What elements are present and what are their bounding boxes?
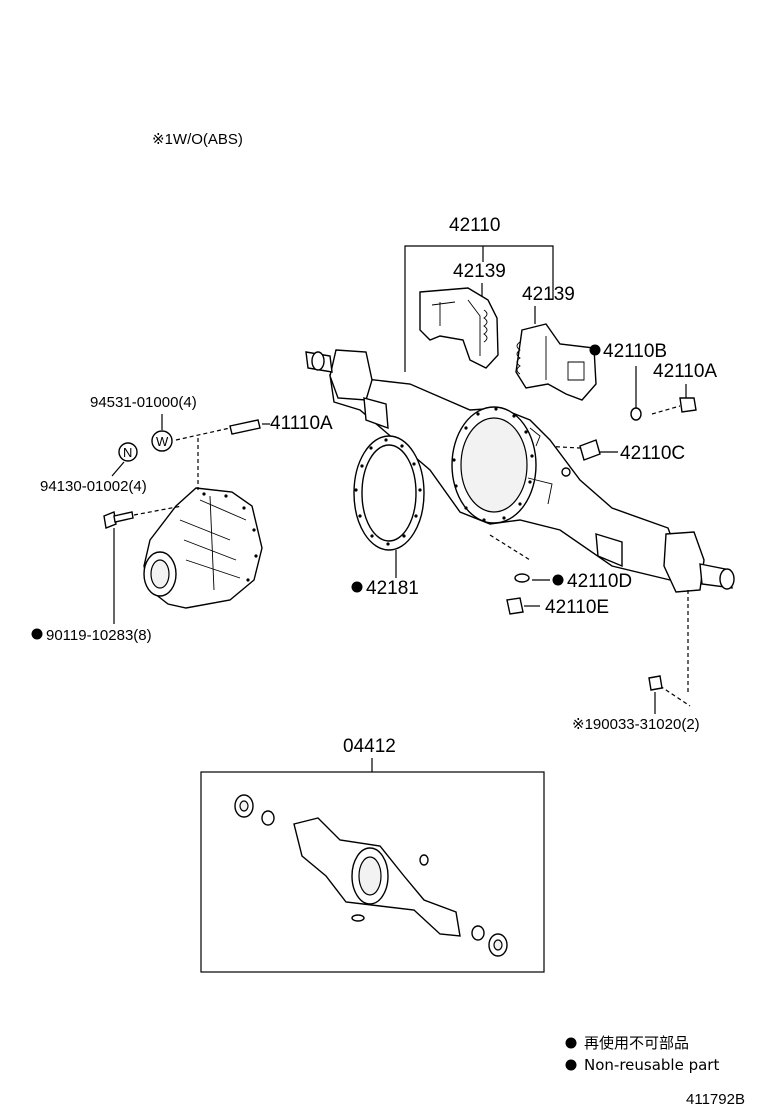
washer-94531: 94531-01000(4) W <box>90 394 197 452</box>
label-42110: 42110 <box>449 215 500 236</box>
bolt-90119: 90119-10283(8) <box>31 505 183 644</box>
label-42110a: 42110A <box>653 361 717 382</box>
nut-icon <box>118 442 138 462</box>
plug-42110a: 42110A <box>651 361 717 415</box>
label-90033: ※190033-31020(2) <box>572 716 700 733</box>
label-42139-right: 42139 <box>522 284 575 305</box>
label-42181: 42181 <box>366 578 419 599</box>
washer-symbol: W <box>156 434 169 449</box>
gasket-42181: 42181 <box>351 435 425 599</box>
differential-carrier <box>143 487 263 609</box>
bracket-right-42139: 42139 <box>515 284 597 401</box>
label-94531: 94531-01000(4) <box>90 394 197 411</box>
abs-note: ※1W/O(ABS) <box>152 131 243 148</box>
bracket-left-42139: 42139 <box>419 261 506 369</box>
bolt-90033: ※190033-31020(2) <box>572 590 700 733</box>
label-42110d: 42110D <box>567 571 632 592</box>
plug-42110e: 42110E <box>506 597 609 618</box>
label-42139-left: 42139 <box>453 261 506 282</box>
stud-41110a: 41110A <box>175 413 333 490</box>
label-90119: 90119-10283(8) <box>46 627 152 644</box>
label-41110a: 41110A <box>270 413 333 434</box>
kit-04412: 04412 <box>200 736 545 973</box>
breather-42110c: 42110C <box>541 439 685 464</box>
figure-code: 411792B <box>686 1091 745 1108</box>
label-42110c: 42110C <box>620 443 685 464</box>
label-42110b: 42110B <box>603 341 667 362</box>
legend-en: Non-reusable part <box>584 1056 719 1074</box>
nut-symbol: N <box>123 445 132 460</box>
plug-42110b: 42110B <box>589 341 667 421</box>
gasket-42110d: 42110D <box>514 571 632 592</box>
axle-housing <box>305 349 735 593</box>
legend-jp: 再使用不可部品 <box>584 1034 689 1052</box>
nut-94130: N 94130-01002(4) <box>40 442 147 495</box>
housing-assy-callout: 42110 <box>404 215 554 372</box>
label-94130: 94130-01002(4) <box>40 478 147 495</box>
kit-box <box>200 771 545 973</box>
label-42110e: 42110E <box>545 597 609 618</box>
label-04412: 04412 <box>343 736 396 757</box>
legend: 再使用不可部品 Non-reusable part <box>565 1034 719 1074</box>
washer-icon <box>151 430 173 452</box>
